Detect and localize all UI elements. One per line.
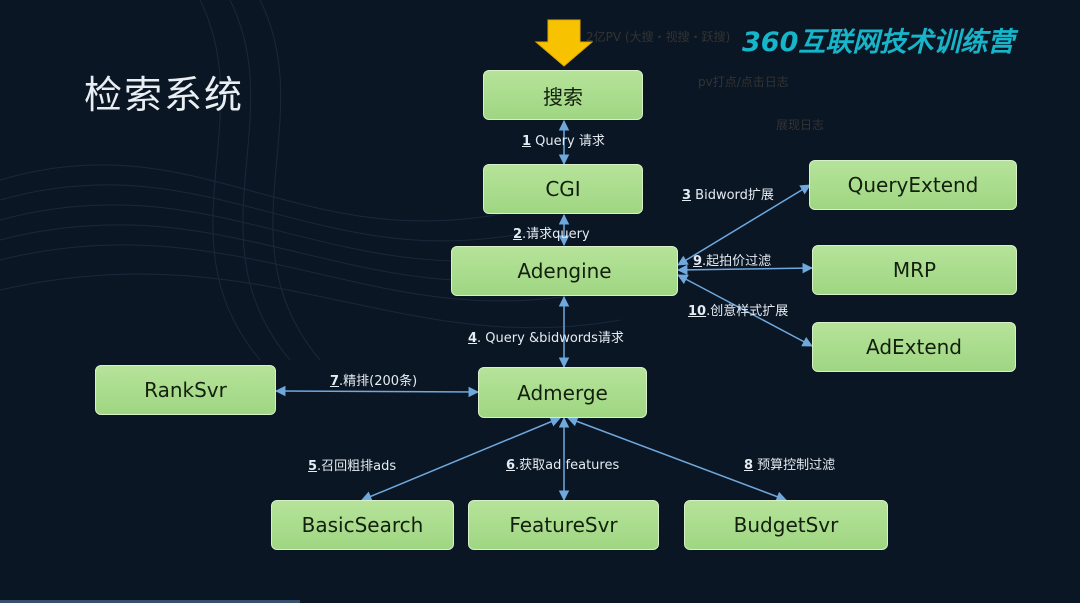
input-arrow-icon xyxy=(534,19,594,67)
edge-adengine-adextend xyxy=(677,274,813,347)
edge-label-3: 3 Bidword扩展 xyxy=(682,188,774,203)
node-adextend: AdExtend xyxy=(812,322,1016,372)
edge-adengine-mrp xyxy=(676,262,814,276)
node-queryextend: QueryExtend xyxy=(809,160,1017,210)
node-admerge: Admerge xyxy=(478,367,647,418)
node-search: 搜索 xyxy=(483,70,643,120)
edge-label-7: 7.精排(200条) xyxy=(330,374,418,389)
edge-label-9: 9.起拍价过滤 xyxy=(693,254,772,269)
node-adengine: Adengine xyxy=(451,246,678,296)
traffic-note: 2亿PV (大搜・视搜・跃搜) xyxy=(586,30,731,44)
node-ranksvr: RankSvr xyxy=(95,365,276,415)
edge-label-2: 2.请求query xyxy=(513,227,590,242)
edge-ranksvr-admerge xyxy=(274,385,480,398)
node-cgi: CGI xyxy=(483,164,643,214)
edge-admerge-budgetsvr xyxy=(567,416,787,502)
edge-label-5: 5.召回粗排ads xyxy=(308,459,397,474)
brand-logo: 360互联网技术训练营 xyxy=(742,27,1015,58)
page-title: 检索系统 xyxy=(84,73,245,117)
node-budgetsvr: BudgetSvr xyxy=(684,500,888,550)
pv-log-note: pv打点/点击日志 xyxy=(698,75,789,89)
edge-label-6: 6.获取ad features xyxy=(506,458,620,473)
edge-admerge-basicsearch xyxy=(361,416,561,502)
edge-adengine-queryextend xyxy=(677,184,811,266)
edge-label-10: 10.创意样式扩展 xyxy=(688,304,789,319)
node-mrp: MRP xyxy=(812,245,1017,295)
edge-label-4: 4. Query &bidwords请求 xyxy=(468,331,624,346)
edge-label-1: 1 Query 请求 xyxy=(522,134,605,149)
edge-label-8: 8 预算控制过滤 xyxy=(744,458,836,473)
node-basicsearch: BasicSearch xyxy=(271,500,454,550)
show-log-note: 展现日志 xyxy=(776,118,825,132)
node-featuresvr: FeatureSvr xyxy=(468,500,659,550)
